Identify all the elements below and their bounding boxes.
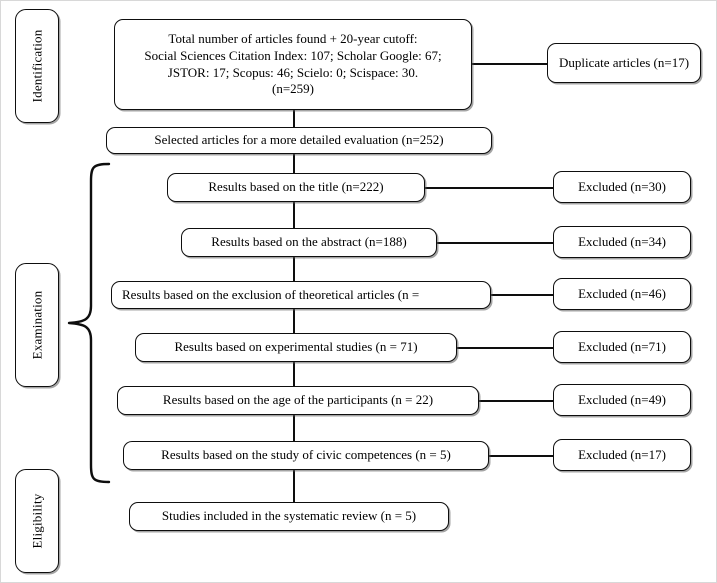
connector-total-to-selected xyxy=(293,109,296,127)
connector-title-to-excluded-1 xyxy=(425,187,553,190)
box-duplicate-articles-text: Duplicate articles (n=17) xyxy=(558,54,690,70)
box-selected-articles: Selected articles for a more detailed ev… xyxy=(106,127,492,154)
box-excluded-age: Excluded (n=49) xyxy=(553,384,691,416)
box-included-studies-text: Studies included in the systematic revie… xyxy=(161,508,417,524)
box-results-civic-text: Results based on the study of civic comp… xyxy=(161,447,451,463)
box-excluded-age-text: Excluded (n=49) xyxy=(578,391,666,407)
box-excluded-abstract-text: Excluded (n=34) xyxy=(578,233,666,249)
stage-label-identification-text: Identification xyxy=(29,29,45,103)
connector-theoretical-to-experimental xyxy=(293,309,296,333)
connector-experimental-to-excluded-4 xyxy=(457,347,553,350)
box-excluded-civic-text: Excluded (n=17) xyxy=(578,446,666,462)
box-results-abstract-text: Results based on the abstract (n=188) xyxy=(211,234,407,250)
connector-title-to-abstract xyxy=(293,202,296,228)
stage-label-examination: Examination xyxy=(15,263,59,387)
box-total-articles: Total number of articles found + 20-year… xyxy=(114,19,472,110)
stage-label-examination-text: Examination xyxy=(29,290,45,360)
box-total-articles-text: Total number of articles found + 20-year… xyxy=(144,31,442,97)
box-results-theoretical-text: Results based on the exclusion of theore… xyxy=(122,286,420,302)
box-results-age: Results based on the age of the particip… xyxy=(117,386,479,415)
examination-brace xyxy=(67,162,111,484)
stage-label-identification: Identification xyxy=(15,9,59,123)
stage-label-eligibility: Eligibility xyxy=(15,469,59,573)
box-excluded-theoretical: Excluded (n=46) xyxy=(553,278,691,310)
box-results-theoretical: Results based on the exclusion of theore… xyxy=(111,281,491,309)
box-results-experimental-text: Results based on experimental studies (n… xyxy=(174,339,418,355)
box-excluded-civic: Excluded (n=17) xyxy=(553,439,691,471)
box-results-experimental: Results based on experimental studies (n… xyxy=(135,333,457,362)
box-excluded-abstract: Excluded (n=34) xyxy=(553,226,691,258)
box-excluded-title-text: Excluded (n=30) xyxy=(578,178,666,194)
box-duplicate-articles: Duplicate articles (n=17) xyxy=(547,43,701,83)
box-excluded-title: Excluded (n=30) xyxy=(553,171,691,203)
box-results-age-text: Results based on the age of the particip… xyxy=(162,392,434,408)
connector-total-to-duplicates xyxy=(471,63,547,66)
box-included-studies: Studies included in the systematic revie… xyxy=(129,502,449,531)
connector-abstract-to-theoretical xyxy=(293,257,296,281)
connector-civic-to-included xyxy=(293,470,296,502)
box-excluded-experimental: Excluded (n=71) xyxy=(553,331,691,363)
stage-label-eligibility-text: Eligibility xyxy=(29,493,44,549)
connector-age-to-excluded-5 xyxy=(479,400,553,403)
box-excluded-experimental-text: Excluded (n=71) xyxy=(578,338,666,354)
box-results-abstract: Results based on the abstract (n=188) xyxy=(181,228,437,257)
box-selected-articles-text: Selected articles for a more detailed ev… xyxy=(154,132,444,148)
box-results-title-text: Results based on the title (n=222) xyxy=(208,179,384,195)
connector-abstract-to-excluded-2 xyxy=(437,242,553,245)
connector-age-to-civic xyxy=(293,415,296,441)
box-excluded-theoretical-text: Excluded (n=46) xyxy=(578,285,666,301)
connector-selected-to-title xyxy=(293,153,296,173)
connector-theoretical-to-excluded-3 xyxy=(491,294,553,297)
box-results-civic: Results based on the study of civic comp… xyxy=(123,441,489,470)
box-results-title: Results based on the title (n=222) xyxy=(167,173,425,202)
connector-civic-to-excluded-6 xyxy=(489,455,553,458)
connector-experimental-to-age xyxy=(293,362,296,386)
